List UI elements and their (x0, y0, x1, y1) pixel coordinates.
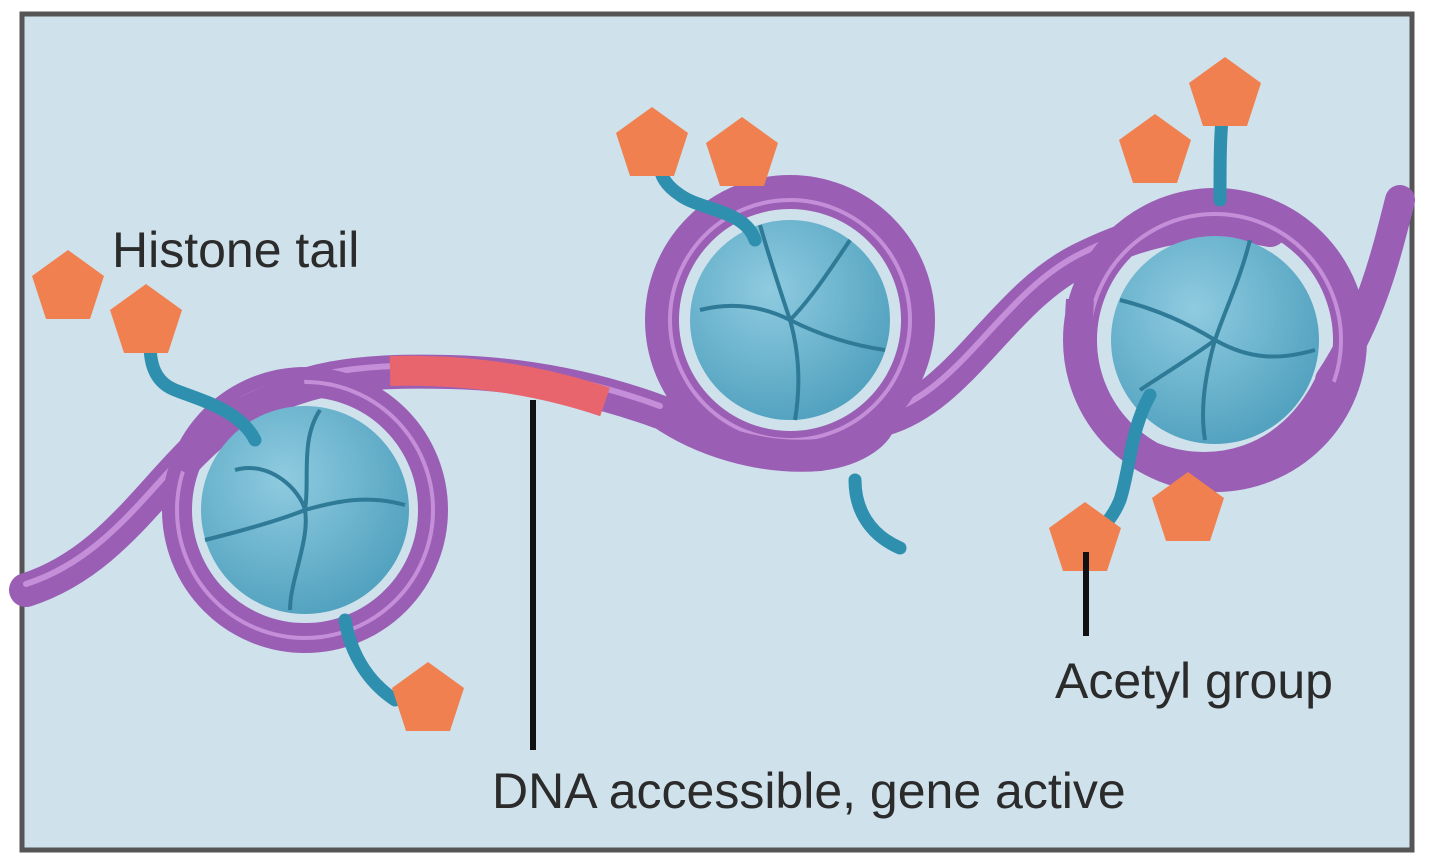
histone-tail-label: Histone tail (112, 222, 359, 278)
acetyl-group-label: Acetyl group (1055, 653, 1333, 709)
nucleosome-3 (1063, 188, 1367, 492)
nucleosome-2 (645, 175, 935, 472)
dna-active-region (389, 355, 610, 417)
dna-accessible-label: DNA accessible, gene active (492, 763, 1126, 819)
nucleosome-1 (162, 367, 448, 653)
